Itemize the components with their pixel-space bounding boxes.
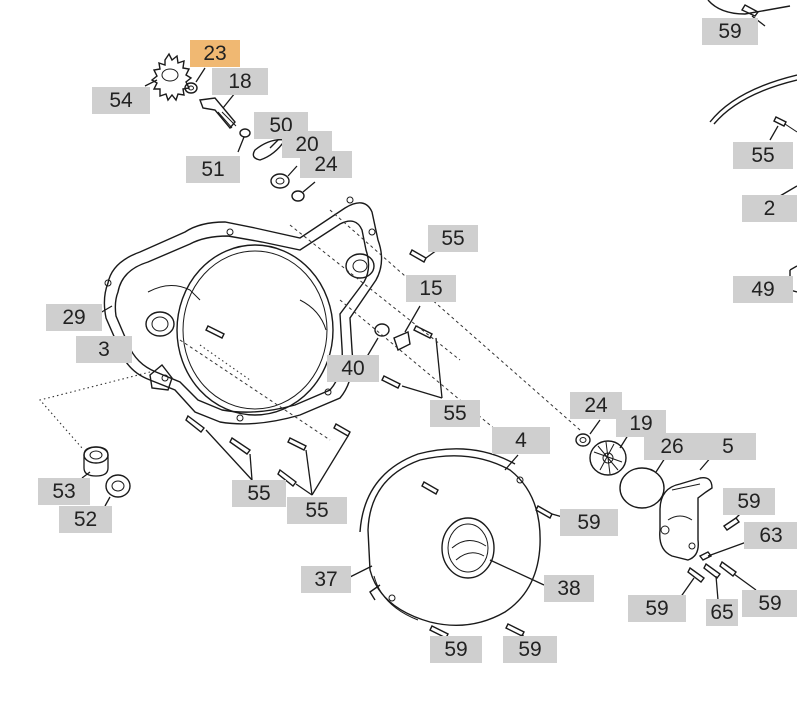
alignment-lines [38,209,581,451]
callout-55-upper[interactable]: 55 [428,225,478,252]
callout-59-far-right[interactable]: 59 [742,590,797,617]
callout-55-lower-left[interactable]: 55 [232,480,286,507]
part-50-pin [252,137,310,161]
callout-49[interactable]: 49 [733,276,793,303]
callout-19[interactable]: 19 [616,410,666,437]
part-18-shaft [199,92,237,130]
callout-26[interactable]: 26 [644,433,700,460]
part-53-bearing [81,446,109,479]
part-4-gasket [504,454,519,471]
part-23-washer [184,67,206,94]
callout-53[interactable]: 53 [38,478,90,505]
callout-50[interactable]: 50 [254,112,308,139]
part-24-oring-b [575,419,601,447]
part-26-oring-large [619,457,666,509]
part-52-seal [104,474,131,507]
part-20-seal [270,165,298,189]
callout-63[interactable]: 63 [744,522,797,549]
part-29-crankcase-gasket [87,202,383,425]
callout-18[interactable]: 18 [212,68,268,95]
callout-15[interactable]: 15 [406,275,456,302]
callout-5[interactable]: 5 [700,433,756,460]
part-15-plug [393,305,421,351]
part-24-oring [291,181,316,202]
part-55-bolt-right [769,116,797,141]
callout-38[interactable]: 38 [544,575,594,602]
callout-59-pump[interactable]: 59 [723,488,775,515]
callout-4[interactable]: 4 [492,427,550,454]
part-38-cap [441,517,545,586]
callout-59-cover[interactable]: 59 [560,509,618,536]
callout-59-bottom-left[interactable]: 59 [430,636,482,663]
water-pump-bolts [679,507,757,601]
part-5-pump-cover [659,455,713,561]
callout-59-pump-lower[interactable]: 59 [628,595,686,622]
callout-55-middle[interactable]: 55 [430,400,480,427]
callout-55-right[interactable]: 55 [733,142,793,169]
callout-24-lower[interactable]: 24 [570,392,622,419]
callout-65[interactable]: 65 [706,599,738,626]
callout-52[interactable]: 52 [59,506,112,533]
part-37-ignition-cover [347,448,541,627]
callout-37[interactable]: 37 [301,566,351,593]
callout-51[interactable]: 51 [186,156,240,183]
callout-23-highlighted[interactable]: 23 [190,40,240,67]
part-19-impeller [589,431,631,476]
callout-2[interactable]: 2 [742,195,797,222]
ignition-bolts [421,481,567,645]
callout-59-top[interactable]: 59 [702,18,758,45]
cover-bolts [185,249,443,496]
part-3-clutch-cover [99,196,376,422]
part-59-top-bolt [707,0,791,27]
callout-24-upper[interactable]: 24 [300,151,352,178]
callout-55-lower-right[interactable]: 55 [287,497,347,524]
part-2-hose [709,74,797,125]
part-51-washer [237,128,251,153]
callout-3[interactable]: 3 [76,336,132,363]
callout-59-bottom-right[interactable]: 59 [503,636,557,663]
callout-54[interactable]: 54 [92,87,150,114]
callout-40[interactable]: 40 [327,355,379,382]
callout-29[interactable]: 29 [46,304,102,331]
part-54-gear [144,52,193,102]
